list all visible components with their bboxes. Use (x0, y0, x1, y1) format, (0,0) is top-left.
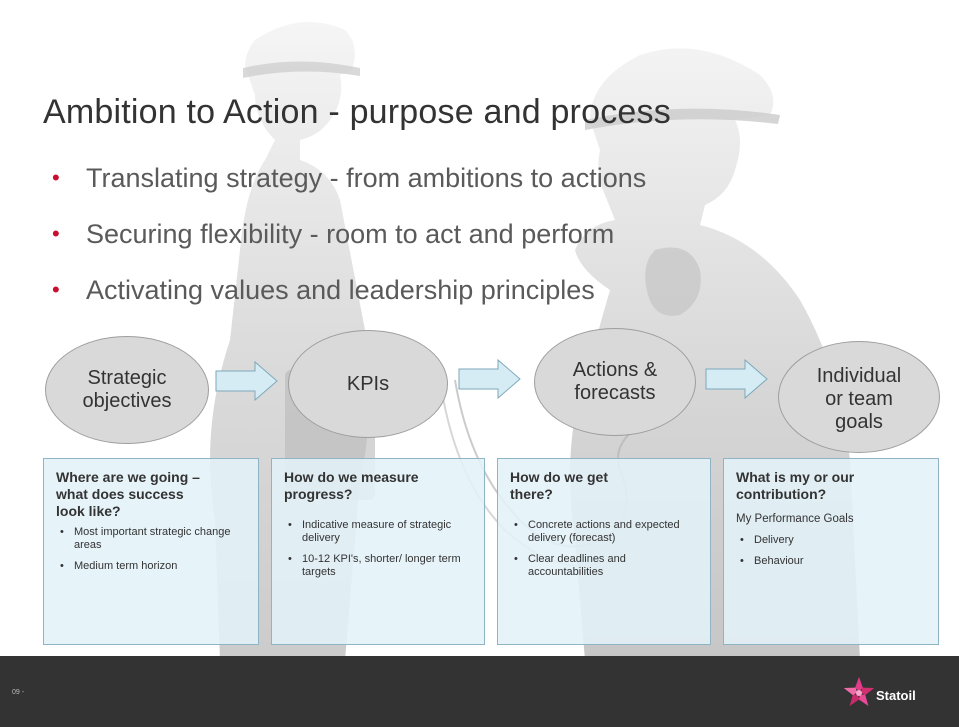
step-question: What is my or our contribution? (736, 469, 855, 502)
logo-text: Statoil (876, 688, 916, 703)
step-box-kpis: How do we measure progress? • Indicative … (271, 458, 485, 645)
bullet-dot-icon: • (740, 534, 744, 546)
step-subheading: My Performance Goals (736, 513, 854, 525)
list-item: • Most important strategic change areas (56, 526, 248, 552)
list-item: • Behaviour (736, 555, 928, 568)
step-oval-actions-forecasts: Actions & forecasts (534, 328, 696, 436)
page-number: 09 - (12, 689, 25, 696)
bullet-dot-icon: • (52, 277, 60, 302)
step-item-list: • Most important strategic change areas •… (56, 526, 248, 573)
step-item-list: • Indicative measure of strategic deliver… (284, 519, 474, 579)
bullet-dot-icon: • (60, 526, 64, 538)
process-arrow-icon (705, 358, 768, 400)
list-item-text: Concrete actions and expected delivery (… (528, 519, 680, 544)
step-oval-kpis: KPIs (288, 330, 448, 438)
slide-title: Ambition to Action - purpose and process (43, 93, 671, 131)
list-item: • Clear deadlines and accountabilities (510, 553, 700, 579)
bullet-dot-icon: • (740, 555, 744, 567)
list-item-text: 10-12 KPI's, shorter/ longer term target… (302, 553, 461, 578)
step-question: How do we measure progress? (284, 469, 419, 502)
bullet-item: • Securing flexibility - room to act and… (50, 216, 646, 272)
step-box-actions-forecasts: How do we get there? • Concrete actions a… (497, 458, 711, 645)
bullet-dot-icon: • (288, 519, 292, 531)
bullet-text: Securing flexibility - room to act and p… (86, 219, 615, 249)
list-item: • Delivery (736, 534, 928, 547)
step-question: How do we get there? (510, 469, 608, 502)
bullet-list: • Translating strategy - from ambitions … (50, 160, 646, 328)
footer-bar: 09 - Statoil (0, 656, 959, 727)
bullet-item: • Activating values and leadership princ… (50, 272, 646, 328)
list-item-text: Most important strategic change areas (74, 526, 231, 551)
step-question: Where are we going – what does success l… (56, 469, 200, 519)
list-item: • Indicative measure of strategic deliver… (284, 519, 474, 545)
step-item-list: • Delivery • Behaviour (736, 534, 928, 568)
bullet-dot-icon: • (52, 221, 60, 246)
list-item: • 10-12 KPI's, shorter/ longer term targe… (284, 553, 474, 579)
process-arrow-icon (215, 360, 278, 402)
list-item-text: Delivery (754, 534, 794, 546)
step-oval-individual-goals: Individual or team goals (778, 341, 940, 453)
process-arrow-icon (458, 358, 521, 400)
statoil-logo: Statoil (842, 674, 952, 716)
statoil-star-icon (843, 677, 875, 706)
bullet-text: Translating strategy - from ambitions to… (86, 163, 647, 193)
list-item-text: Clear deadlines and accountabilities (528, 553, 626, 578)
step-item-list: • Concrete actions and expected delivery … (510, 519, 700, 579)
bullet-text: Activating values and leadership princip… (86, 275, 595, 305)
bullet-dot-icon: • (514, 553, 518, 565)
step-box-individual-goals: What is my or our contribution? My Perfo… (723, 458, 939, 645)
list-item-text: Indicative measure of strategic delivery (302, 519, 452, 544)
list-item: • Medium term horizon (56, 560, 248, 573)
list-item-text: Behaviour (754, 555, 804, 567)
bullet-dot-icon: • (514, 519, 518, 531)
bullet-dot-icon: • (60, 560, 64, 572)
step-box-strategic-objectives: Where are we going – what does success l… (43, 458, 259, 645)
bullet-item: • Translating strategy - from ambitions … (50, 160, 646, 216)
bullet-dot-icon: • (288, 553, 292, 565)
list-item: • Concrete actions and expected delivery … (510, 519, 700, 545)
step-oval-strategic-objectives: Strategic objectives (45, 336, 209, 444)
bullet-dot-icon: • (52, 165, 60, 190)
list-item-text: Medium term horizon (74, 560, 178, 572)
